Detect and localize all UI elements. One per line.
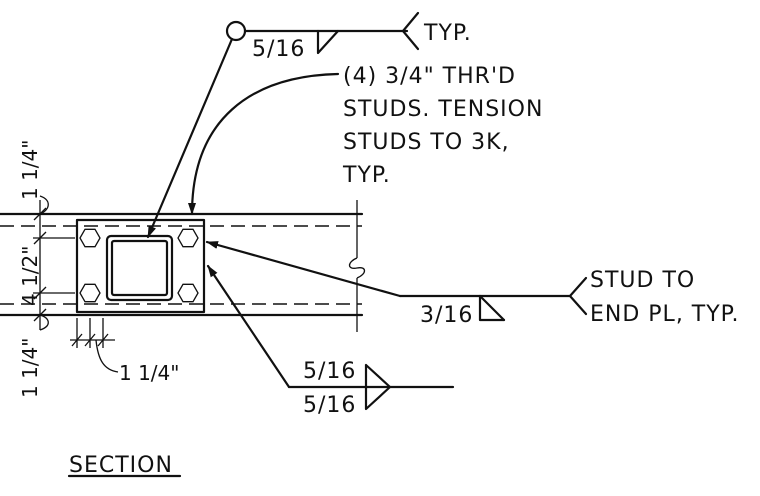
stud-hex-icon — [79, 283, 101, 303]
stud-note-line-2: STUDS. TENSION — [343, 97, 543, 122]
dimension-top-edge: 1 1/4" — [18, 140, 42, 200]
threaded-studs — [79, 228, 199, 303]
weld-tail-right-line-2: END PL, TYP. — [590, 302, 740, 327]
weld-size-bottom-arrow-side: 5/16 — [303, 359, 356, 384]
stud-note-line-4: TYP. — [342, 163, 391, 188]
weld-all-around-icon — [225, 20, 247, 42]
dimension-bottom-edge: 1 1/4" — [18, 338, 42, 398]
weld-size-right: 3/16 — [420, 303, 473, 328]
fillet-weld-icon — [316, 29, 340, 55]
hss-tube — [105, 234, 174, 302]
stud-hex-icon — [177, 283, 199, 303]
weld-symbol-right — [205, 240, 588, 322]
fillet-weld-icon — [364, 363, 392, 411]
weld-tail-icon — [401, 11, 420, 51]
horizontal-dimension-string — [70, 318, 119, 373]
vertical-dimension-string — [33, 195, 75, 331]
weld-tail-right-line-1: STUD TO — [590, 268, 695, 293]
stud-note-line-1: (4) 3/4" THR'D — [343, 64, 516, 89]
weld-tail-top: TYP. — [423, 21, 472, 46]
section-title: SECTION — [69, 453, 173, 478]
stud-hex-icon — [177, 228, 199, 248]
weld-tail-icon — [568, 276, 588, 316]
weld-symbol-top — [146, 11, 420, 239]
weld-size-top: 5/16 — [252, 37, 305, 62]
stud-note-line-3: STUDS TO 3K, — [343, 130, 510, 155]
weld-size-bottom-other-side: 5/16 — [303, 393, 356, 418]
weld-symbol-bottom — [206, 264, 455, 411]
stud-hex-icon — [79, 228, 101, 248]
note-leader — [188, 72, 340, 216]
fillet-weld-icon — [478, 294, 506, 322]
dimension-horizontal-edge: 1 1/4" — [119, 361, 179, 385]
dimension-middle: 4 1/2" — [18, 246, 42, 306]
end-plate — [75, 218, 206, 314]
